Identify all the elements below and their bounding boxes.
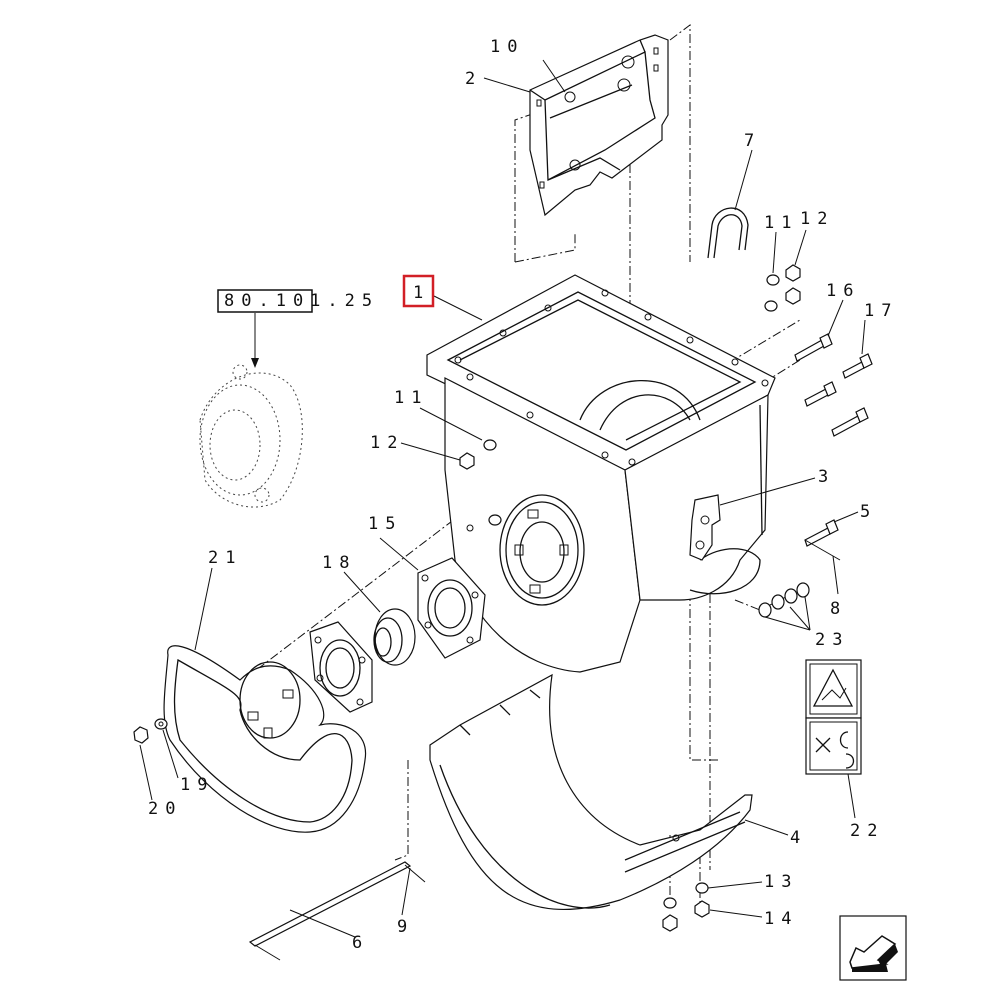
callout-5[interactable]: 5 xyxy=(860,502,877,522)
reference-bearing xyxy=(199,364,303,508)
callout-7[interactable]: 7 xyxy=(744,131,761,151)
callout-6[interactable]: 6 xyxy=(352,933,369,953)
callout-23[interactable]: 23 xyxy=(815,630,849,650)
flange-plate-15[interactable] xyxy=(417,557,486,659)
callout-16[interactable]: 16 xyxy=(826,281,860,301)
callout-1: 1 xyxy=(413,283,430,303)
hardware-right[interactable] xyxy=(758,264,873,618)
callout-14[interactable]: 14 xyxy=(764,909,798,929)
callout-11-right[interactable]: 11 xyxy=(764,213,798,233)
callout-17[interactable]: 17 xyxy=(864,301,898,321)
highlighted-callout[interactable]: 1 xyxy=(402,274,435,308)
callout-15[interactable]: 15 xyxy=(368,514,402,534)
warning-decal xyxy=(805,659,862,719)
callout-18[interactable]: 18 xyxy=(322,553,356,573)
flange-plate[interactable] xyxy=(309,621,373,713)
rod-6[interactable] xyxy=(248,861,426,961)
washer-13-nut-14[interactable] xyxy=(662,882,710,932)
bearing-insert-18[interactable] xyxy=(373,608,416,666)
callout-8[interactable]: 8 xyxy=(830,599,847,619)
callout-13[interactable]: 13 xyxy=(764,872,798,892)
callout-22[interactable]: 22 xyxy=(850,821,884,841)
housing-port xyxy=(499,494,585,606)
main-housing[interactable] xyxy=(426,274,776,673)
upper-bracket[interactable] xyxy=(529,34,669,217)
u-bolt-7[interactable] xyxy=(707,207,749,259)
flange-bolt-holes xyxy=(454,289,769,466)
callout-19[interactable]: 19 xyxy=(180,775,214,795)
callout-4[interactable]: 4 xyxy=(790,828,807,848)
callout-9[interactable]: 9 xyxy=(397,917,414,937)
nut-washer-20-19[interactable] xyxy=(133,718,168,744)
callout-3[interactable]: 3 xyxy=(818,467,835,487)
leader-lines xyxy=(139,59,866,938)
latch[interactable] xyxy=(689,494,721,561)
reference-label[interactable]: 80.101.25 xyxy=(217,289,379,313)
callout-10[interactable]: 10 xyxy=(490,37,524,57)
callout-labels: 10 2 7 11 12 16 17 11 12 3 5 15 18 21 8 … xyxy=(148,37,898,953)
callout-12-right[interactable]: 12 xyxy=(800,209,834,229)
nut-washer-12-11[interactable] xyxy=(459,439,502,526)
callout-20[interactable]: 20 xyxy=(148,799,182,819)
callout-21[interactable]: 21 xyxy=(208,548,242,568)
safety-decal xyxy=(805,717,862,775)
lower-trough[interactable] xyxy=(429,673,753,911)
previous-page-arrow-icon[interactable] xyxy=(839,915,907,981)
callout-11-left[interactable]: 11 xyxy=(394,388,428,408)
guard-plate-21[interactable] xyxy=(163,645,367,833)
callout-2[interactable]: 2 xyxy=(465,69,482,89)
reference-label-text: 80.101.25 xyxy=(224,291,379,311)
callout-12-left[interactable]: 12 xyxy=(370,433,404,453)
